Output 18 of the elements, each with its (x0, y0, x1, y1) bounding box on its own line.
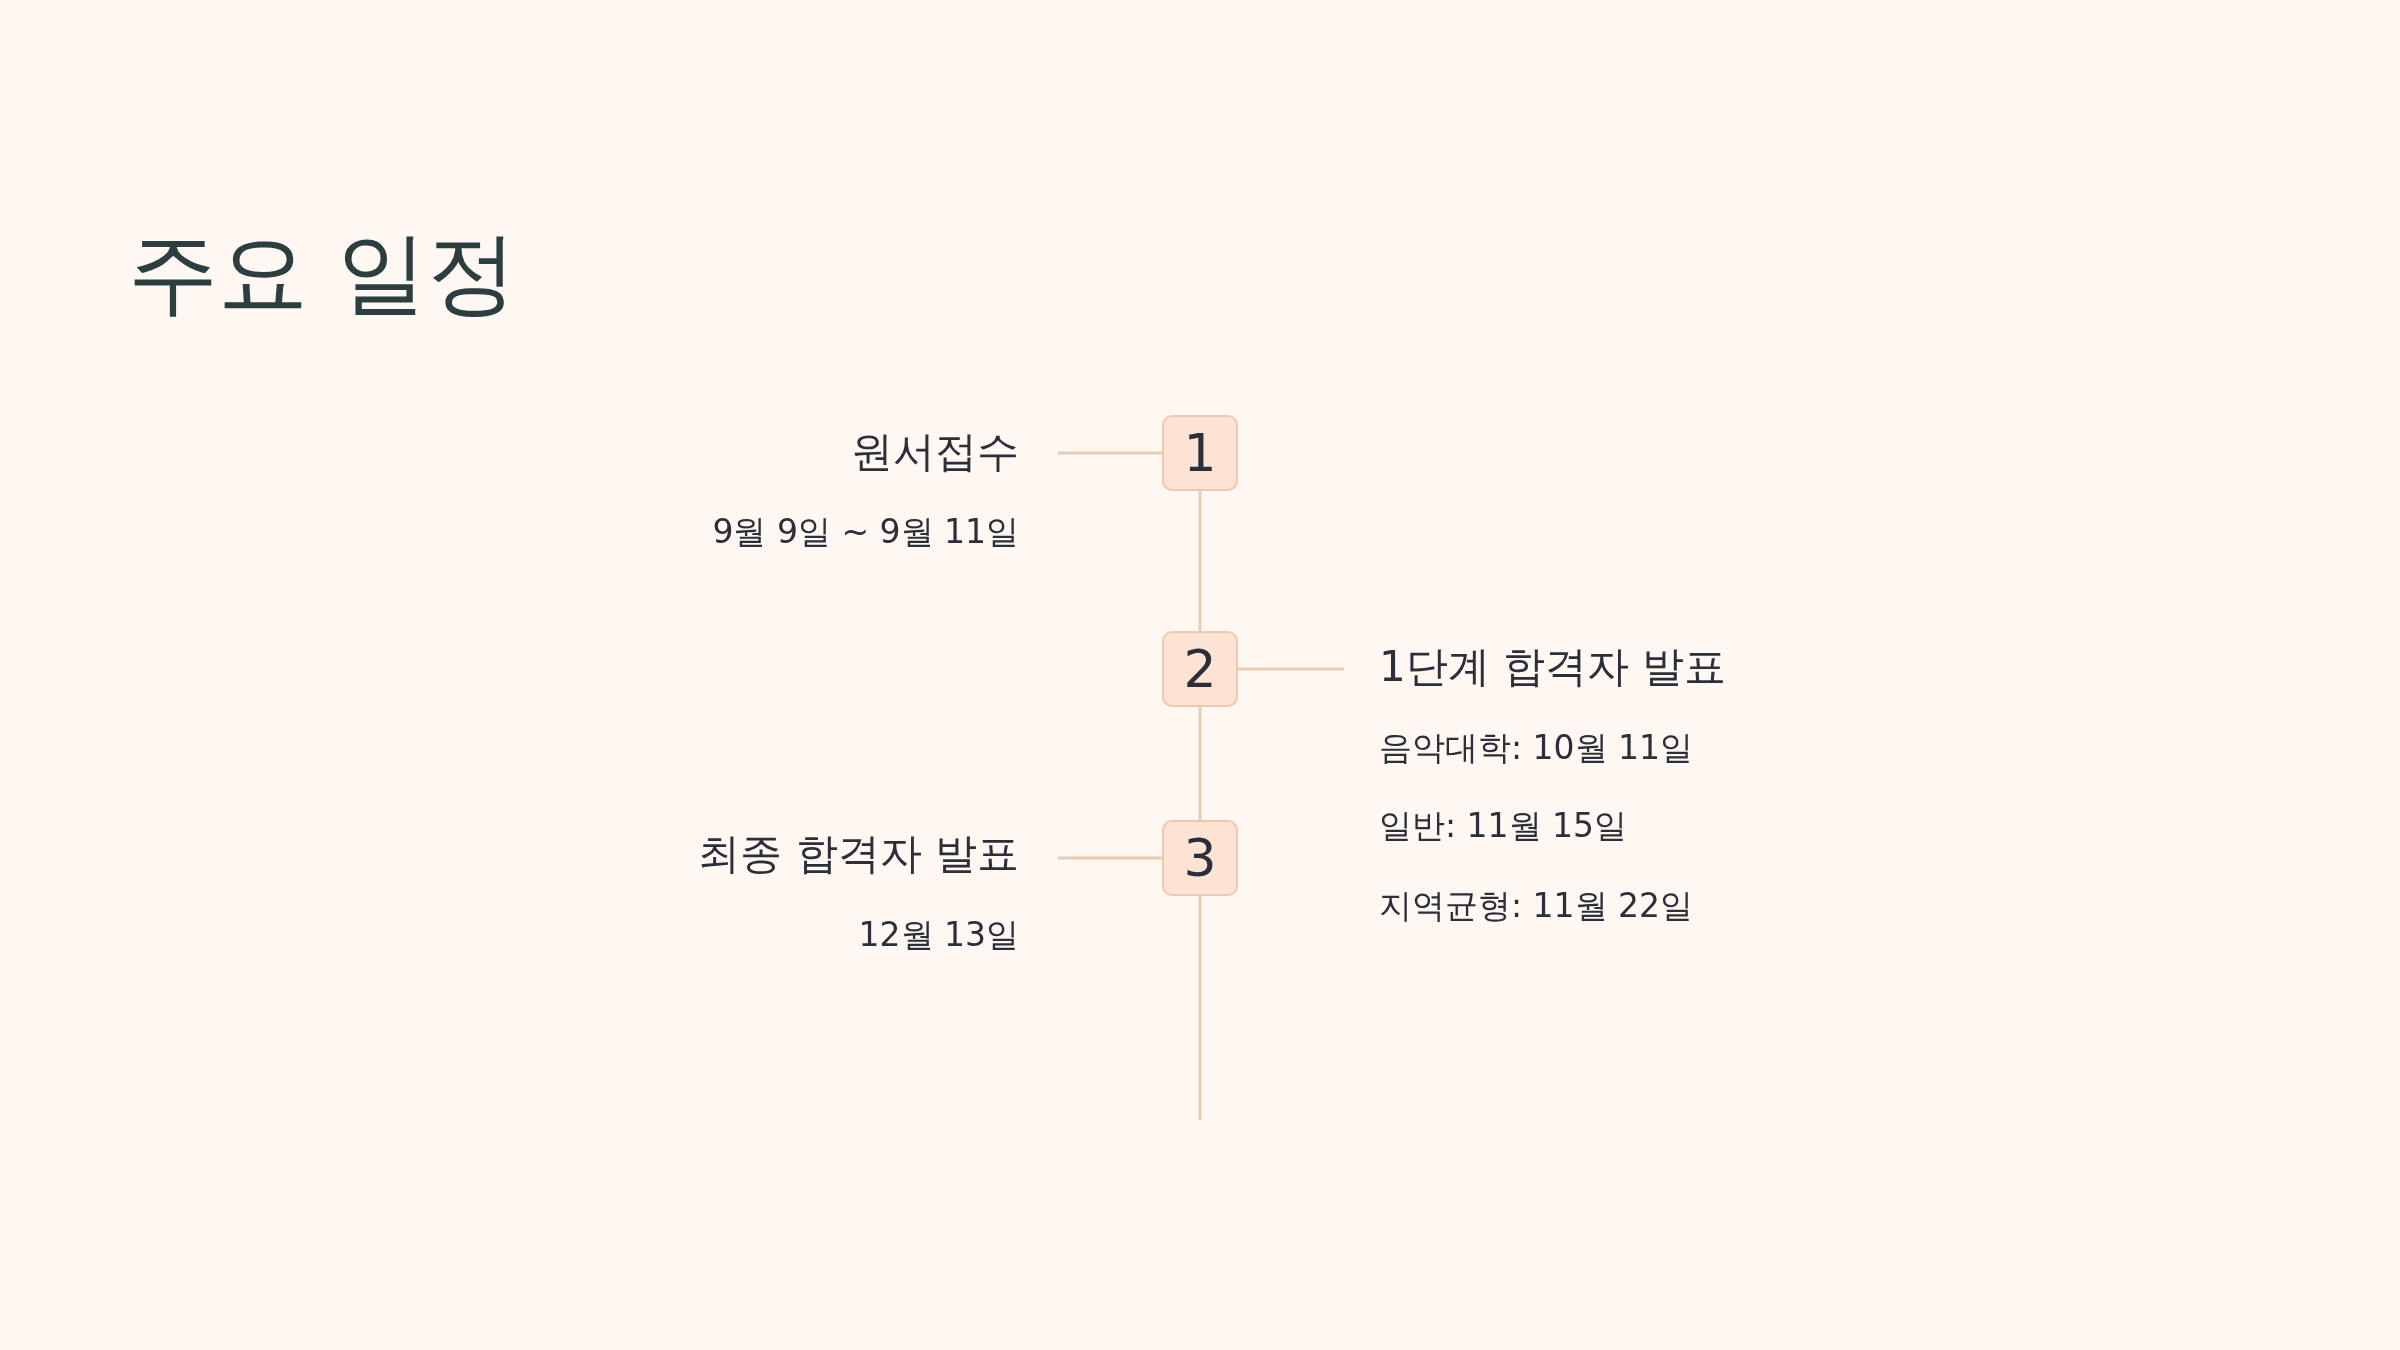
event-heading: 최종 합격자 발표 (698, 828, 1019, 880)
step-number-box: 1 (1162, 415, 1238, 491)
event-date: 일반: 11월 15일 (1379, 805, 1628, 847)
connector-line (1198, 491, 1202, 631)
connector-line (1198, 896, 1202, 1120)
event-heading: 원서접수 (851, 426, 1019, 478)
step-number-box: 2 (1162, 631, 1238, 707)
connector-line (1058, 451, 1162, 455)
slide-title: 주요 일정 (128, 219, 517, 327)
connector-line (1198, 707, 1202, 820)
connector-line (1058, 856, 1162, 860)
connector-line (1238, 667, 1344, 671)
step-number-box: 3 (1162, 820, 1238, 896)
event-date: 지역균형: 11월 22일 (1379, 885, 1694, 927)
event-date: 12월 13일 (858, 914, 1019, 956)
event-date: 9월 9일 ~ 9월 11일 (712, 511, 1019, 553)
event-date: 음악대학: 10월 11일 (1379, 727, 1694, 769)
event-heading: 1단계 합격자 발표 (1379, 641, 1727, 693)
